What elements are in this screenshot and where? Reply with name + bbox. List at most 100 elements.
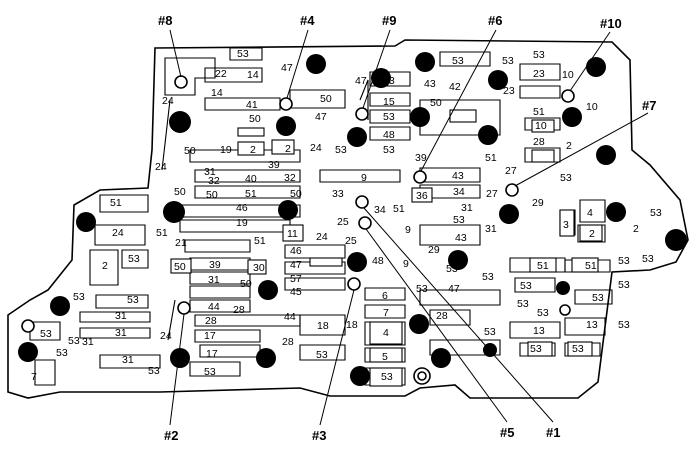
part-number: 46 <box>236 202 248 214</box>
part-number: 51 <box>156 227 168 239</box>
part-number: 9 <box>403 258 409 270</box>
part-number: 47 <box>355 75 367 87</box>
part-number: 51 <box>254 235 266 247</box>
part-number: 5 <box>382 351 388 363</box>
part-number: 10 <box>586 101 598 113</box>
part-number: 48 <box>372 255 384 267</box>
part-number: 4 <box>587 207 593 219</box>
part-number: 47 <box>290 259 302 271</box>
part-number: 53 <box>40 328 52 340</box>
part-number: 27 <box>486 188 498 200</box>
part-number: 50 <box>184 145 196 157</box>
part-number: 39 <box>209 259 221 271</box>
callout-6: #6 <box>488 13 502 28</box>
part-number: 51 <box>393 203 405 215</box>
part-number: 53 <box>560 172 572 184</box>
part-number: 33 <box>332 188 344 200</box>
part-number: 42 <box>449 81 461 93</box>
part-number: 53 <box>335 144 347 156</box>
callout-8: #8 <box>158 13 172 28</box>
part-number: 4 <box>383 327 389 339</box>
part-number: 53 <box>618 255 630 267</box>
part-number: 57 <box>290 273 302 285</box>
part-number: 22 <box>215 68 227 80</box>
part-number: 53 <box>482 271 494 283</box>
part-number: 15 <box>383 96 395 108</box>
bolt-holes <box>18 52 687 386</box>
part-number: 31 <box>208 274 220 286</box>
callout-4: #4 <box>300 13 315 28</box>
part-number: 23 <box>533 68 545 80</box>
part-number: 53 <box>452 55 464 67</box>
part-number: 21 <box>175 237 187 249</box>
part-number: 47 <box>448 283 460 295</box>
part-number: 29 <box>428 244 440 256</box>
part-number: 25 <box>345 235 357 247</box>
part-number: 31 <box>115 310 127 322</box>
part-number: 2 <box>250 144 256 156</box>
part-number: 53 <box>484 326 496 338</box>
part-number: 48 <box>383 129 395 141</box>
part-number: 19 <box>236 217 248 229</box>
part-number: 53 <box>56 347 68 359</box>
part-number: 32 <box>208 175 220 187</box>
part-number: 53 <box>416 283 428 295</box>
part-number: 51 <box>537 260 549 272</box>
part-number: 50 <box>249 113 261 125</box>
part-number: 28 <box>533 136 545 148</box>
part-number: 17 <box>204 330 216 342</box>
part-number: 10 <box>535 120 547 132</box>
part-number: 23 <box>503 85 515 97</box>
part-number: 40 <box>245 173 257 185</box>
callout-3: #3 <box>312 428 326 443</box>
part-number: 25 <box>337 216 349 228</box>
part-number: 51 <box>485 152 497 164</box>
part-number: 51 <box>585 260 597 272</box>
part-number: 2 <box>285 143 291 155</box>
part-number: 2 <box>102 260 108 272</box>
check-ball-seats <box>21 75 575 385</box>
part-number: 53 <box>618 319 630 331</box>
part-number: 47 <box>315 111 327 123</box>
part-number: 50 <box>174 186 186 198</box>
part-number: 28 <box>233 304 245 316</box>
part-number: 50 <box>174 261 186 273</box>
part-number: 13 <box>533 325 545 337</box>
part-number: 24 <box>160 330 172 342</box>
part-number: 34 <box>453 186 465 198</box>
part-number: 28 <box>436 310 448 322</box>
part-number: 45 <box>290 286 302 298</box>
part-number: 53 <box>68 335 80 347</box>
part-number: 53 <box>383 144 395 156</box>
part-number: 34 <box>374 204 386 216</box>
part-number: 53 <box>148 365 160 377</box>
part-number: 53 <box>446 263 458 275</box>
part-number: 44 <box>284 311 296 323</box>
part-number: 39 <box>415 152 427 164</box>
part-number: 6 <box>382 290 388 302</box>
part-number: 44 <box>208 301 220 313</box>
part-number: 31 <box>204 166 216 178</box>
part-number: 50 <box>206 189 218 201</box>
part-number: 53 <box>127 294 139 306</box>
part-number: 31 <box>82 336 94 348</box>
leader-lines <box>169 29 649 426</box>
part-number: 46 <box>290 245 302 257</box>
part-number: 31 <box>115 327 127 339</box>
part-number: 19 <box>220 144 232 156</box>
part-number: 53 <box>453 214 465 226</box>
part-number: 53 <box>383 75 395 87</box>
part-number: 29 <box>532 197 544 209</box>
callout-9: #9 <box>382 13 396 28</box>
part-number: 28 <box>205 315 217 327</box>
callout-1: #1 <box>546 425 560 440</box>
part-number: 14 <box>211 87 223 99</box>
part-number: 36 <box>416 190 428 202</box>
part-number: 50 <box>240 278 252 290</box>
part-number: 9 <box>361 172 367 184</box>
part-number: 51 <box>245 188 257 200</box>
part-number: 9 <box>405 224 411 236</box>
part-number: 53 <box>383 111 395 123</box>
part-number: 14 <box>247 69 259 81</box>
